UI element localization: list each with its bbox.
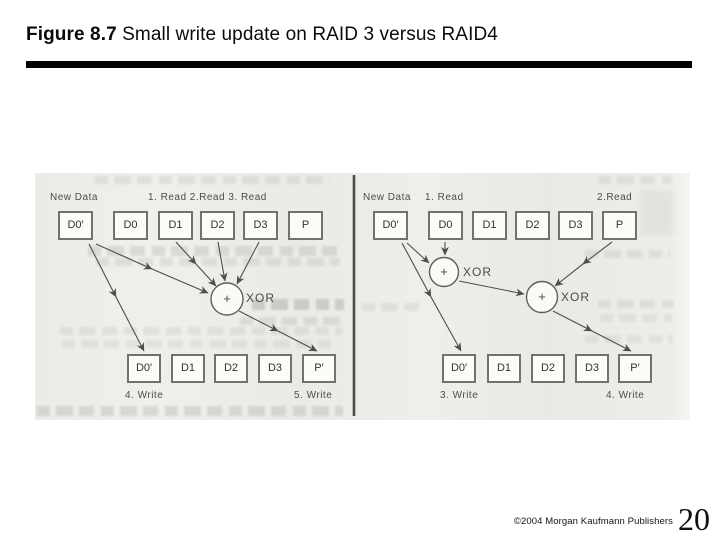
raid4-top-box-p: P [602, 211, 637, 240]
raid3-bottom-box-d0prime: D0′ [127, 354, 161, 383]
raid4-xor2-plus-sign: + [538, 289, 546, 305]
raid4-xor2-label: XOR [561, 290, 591, 304]
title-underline-rule [26, 61, 692, 68]
raid4-bottom-box-pprime: P′ [618, 354, 652, 383]
raid3-top-box-d2: D2 [200, 211, 235, 240]
page-number: 20 [678, 500, 710, 537]
raid3-bottom-box-d1: D1 [171, 354, 205, 383]
raid4-top-box-d0: D0 [428, 211, 463, 240]
raid4-read1-label: 1. Read [425, 192, 464, 203]
raid3-top-box-p: P [288, 211, 323, 240]
raid3-xor-label: XOR [246, 291, 276, 305]
raid4-top-box-d1: D1 [472, 211, 507, 240]
raid3-bottom-box-d2: D2 [214, 354, 248, 383]
raid4-bottom-box-d0prime: D0′ [442, 354, 476, 383]
raid4-write-parity-label: 4. Write [606, 390, 645, 401]
raid4-bottom-box-d2: D2 [531, 354, 565, 383]
raid4-new-data-label: New Data [363, 192, 411, 203]
raid3-read-steps-label: 1. Read 2.Read 3. Read [148, 192, 267, 203]
raid4-bottom-box-d3: D3 [575, 354, 609, 383]
raid3-write-d0-label: 4. Write [125, 390, 164, 401]
raid3-top-box-d0: D0 [113, 211, 148, 240]
raid3-top-box-d1: D1 [158, 211, 193, 240]
raid3-new-data-label: New Data [50, 192, 98, 203]
raid4-bottom-box-d1: D1 [487, 354, 521, 383]
raid4-top-box-d0prime: D0′ [373, 211, 408, 240]
figure-caption: Small write update on RAID 3 versus RAID… [116, 24, 498, 45]
raid4-top-box-d3: D3 [558, 211, 593, 240]
raid4-write-d0-label: 3. Write [440, 390, 479, 401]
raid4-read2-label: 2.Read [597, 192, 633, 203]
raid3-top-box-d3: D3 [243, 211, 278, 240]
raid3-write-parity-label: 5. Write [294, 390, 333, 401]
raid4-xor1-label: XOR [463, 265, 493, 279]
raid4-xor1-plus-sign: + [440, 264, 448, 280]
page-title: Figure 8.7 Small write update on RAID 3 … [26, 24, 498, 46]
figure-number: Figure 8.7 [26, 24, 117, 45]
raid3-top-box-d0prime: D0′ [58, 211, 93, 240]
copyright-text: ©2004 Morgan Kaufmann Publishers [513, 516, 673, 527]
footer: ©2004 Morgan Kaufmann Publishers 20 [513, 500, 710, 537]
raid3-bottom-box-d3: D3 [258, 354, 292, 383]
raid3-bottom-box-pprime: P′ [302, 354, 336, 383]
raid4-top-box-d2: D2 [515, 211, 550, 240]
raid3-xor-plus-sign: + [223, 291, 231, 307]
